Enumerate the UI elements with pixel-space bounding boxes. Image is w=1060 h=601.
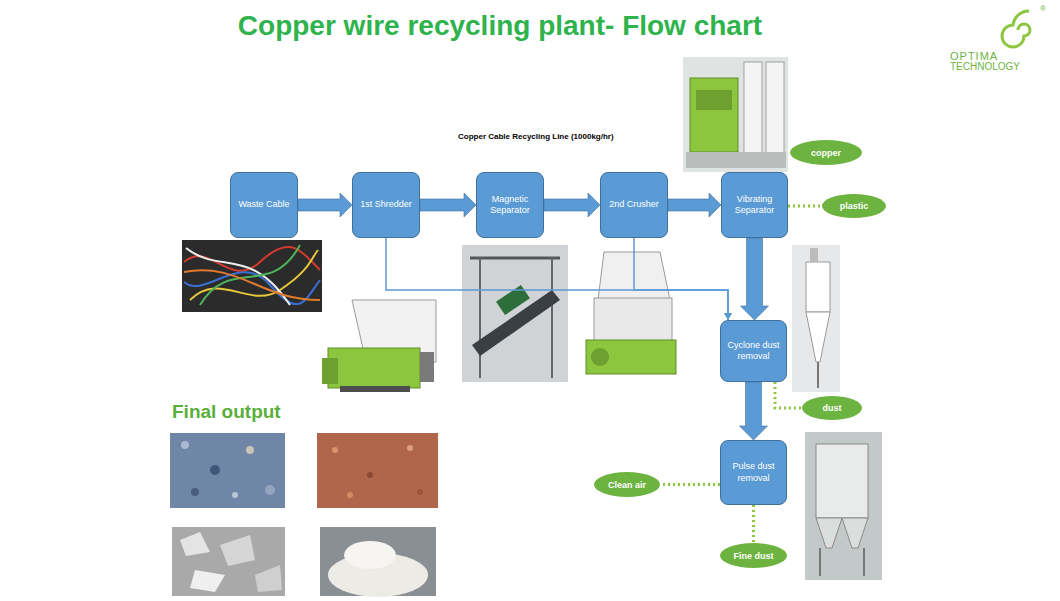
shredder-photo: [322, 300, 436, 392]
node-text: dust: [823, 403, 842, 413]
connector: [544, 193, 600, 217]
node-text: Waste Cable: [237, 199, 291, 210]
logo-text: OPTIMA: [950, 50, 998, 62]
node-text: plastic: [840, 201, 869, 211]
block-arrow: [298, 193, 352, 217]
process-box: Magnetic Separator: [476, 172, 544, 238]
crusher-photo: [578, 245, 680, 382]
feed-line: [634, 238, 728, 320]
output-plastic-granules: [170, 433, 285, 508]
node-text: Vibrating Separator: [728, 194, 781, 217]
connector: [298, 193, 352, 217]
block-arrow: [544, 193, 600, 217]
line-subtitle: Copper Cable Recycling Line (1000kg/hr): [458, 132, 614, 141]
feed-line: [386, 238, 728, 320]
block-arrow: [668, 193, 721, 217]
connector: [775, 382, 802, 408]
arrow-head: [724, 313, 732, 320]
output-ellipse: Clean air: [594, 472, 660, 497]
process-box: Vibrating Separator: [721, 172, 788, 238]
process-box: Waste Cable: [230, 172, 298, 238]
node-text: Clean air: [608, 480, 646, 490]
node-text: 2nd Crusher: [607, 199, 661, 210]
connector: [753, 505, 754, 543]
connector: [740, 382, 768, 440]
arrow-head: [724, 313, 732, 320]
output-ellipse: plastic: [822, 194, 886, 218]
cyclone-photo: [792, 245, 840, 392]
connector: [386, 238, 732, 320]
logo-spiral: [1002, 11, 1030, 47]
output-ellipse: copper: [790, 140, 862, 165]
node-text: Cyclone dust removal: [727, 340, 780, 363]
node-text: Fine dust: [734, 551, 774, 561]
process-box: 1st Shredder: [352, 172, 420, 238]
output-dotted-line: [660, 483, 720, 486]
logo-text: TECHNOLOGY: [950, 61, 1020, 72]
connector: [668, 193, 721, 217]
connector: [420, 193, 476, 217]
output-copper-granules: [317, 433, 438, 508]
output-dotted-line: [752, 505, 755, 543]
block-arrow: [740, 382, 768, 440]
pulse-dust-collector-photo: [805, 432, 882, 580]
magnetic-separator-photo: [462, 245, 568, 382]
connector: [741, 238, 769, 320]
output-fine-dust: [320, 527, 436, 597]
output-ellipse: Fine dust: [720, 543, 787, 568]
output-metal-flakes: [172, 527, 285, 596]
diagram-title: Copper wire recycling plant- Flow chart: [0, 10, 1000, 42]
process-box: Cyclone dust removal: [720, 320, 787, 382]
connector: [660, 484, 720, 485]
waste-cable-photo: [182, 240, 322, 312]
connector: [788, 206, 822, 207]
vibrating-separator-photo: [683, 57, 788, 172]
process-box: 2nd Crusher: [600, 172, 668, 238]
node-text: Pulse dust removal: [727, 461, 780, 484]
section-heading: Final output: [172, 401, 281, 423]
block-arrow: [420, 193, 476, 217]
node-text: 1st Shredder: [359, 199, 413, 210]
output-dotted-line: [788, 205, 822, 208]
connector: [634, 238, 732, 320]
output-ellipse: dust: [802, 396, 862, 420]
node-text: Magnetic Separator: [483, 194, 537, 217]
process-box: Pulse dust removal: [720, 440, 787, 505]
block-arrow: [741, 238, 769, 320]
registered-mark: ®: [1040, 4, 1046, 13]
output-dotted-line: [775, 382, 802, 408]
node-text: copper: [811, 148, 841, 158]
